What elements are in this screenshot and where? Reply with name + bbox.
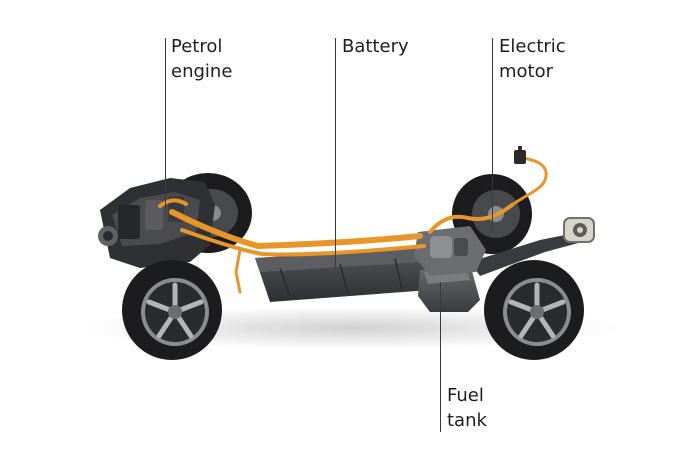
label-fuel-tank: Fuel tank [447, 383, 487, 433]
front-right-wheel [484, 260, 584, 360]
label-battery: Battery [342, 34, 409, 59]
label-petrol-engine-line1: Petrol [171, 36, 223, 57]
label-petrol-engine: Petrol engine [171, 34, 232, 84]
front-subframe-arm [470, 232, 582, 276]
rear-right-wheel [122, 260, 222, 360]
hv-harness [158, 156, 548, 294]
charge-connector [514, 146, 526, 164]
battery-pack [255, 248, 430, 302]
label-petrol-engine-line2: engine [171, 61, 233, 82]
tow-eye [563, 217, 595, 243]
electric-motor-unit [414, 226, 486, 276]
label-electric-motor-line1: Electric [499, 36, 566, 57]
label-electric-motor: Electric motor [499, 34, 566, 84]
label-fuel-tank-line2: tank [447, 410, 487, 431]
label-fuel-tank-line1: Fuel [447, 385, 484, 406]
label-battery-line1: Battery [342, 36, 409, 57]
label-electric-motor-line2: motor [499, 61, 554, 82]
